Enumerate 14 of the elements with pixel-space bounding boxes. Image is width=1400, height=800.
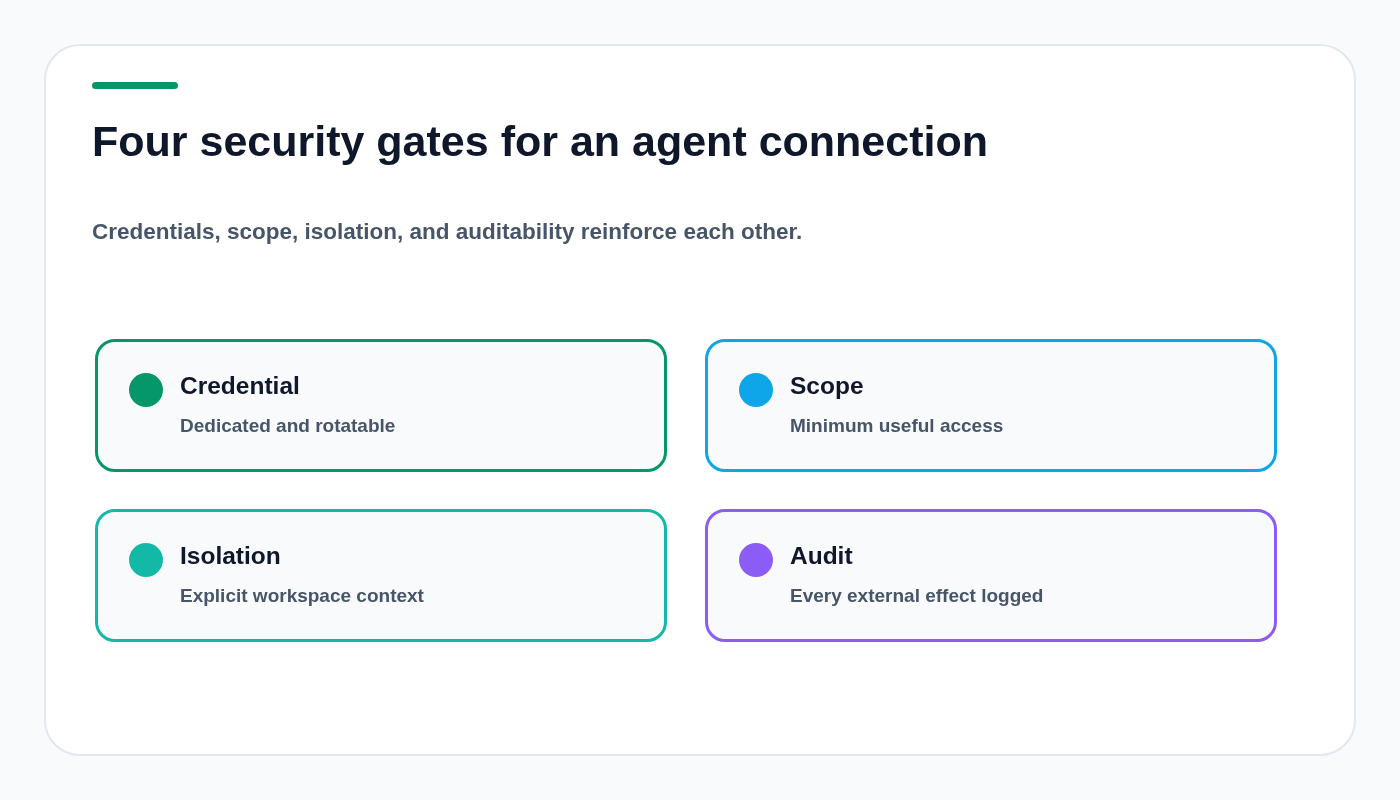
title: Four security gates for an agent connection [92,116,988,167]
card-title: Scope [790,371,864,401]
card-title: Isolation [180,541,281,571]
card-description: Every external effect logged [790,584,1044,608]
gate-card [705,339,1277,472]
card-description: Dedicated and rotatable [180,414,396,438]
gate-card [95,509,667,642]
gate-card [705,509,1277,642]
subtitle: Credentials, scope, isolation, and auditability reinforce each other. [92,218,803,246]
card-title: Credential [180,371,300,401]
card-description: Minimum useful access [790,414,1004,438]
card-title: Audit [790,541,853,571]
gate-card [95,339,667,472]
card-description: Explicit workspace context [180,584,424,608]
